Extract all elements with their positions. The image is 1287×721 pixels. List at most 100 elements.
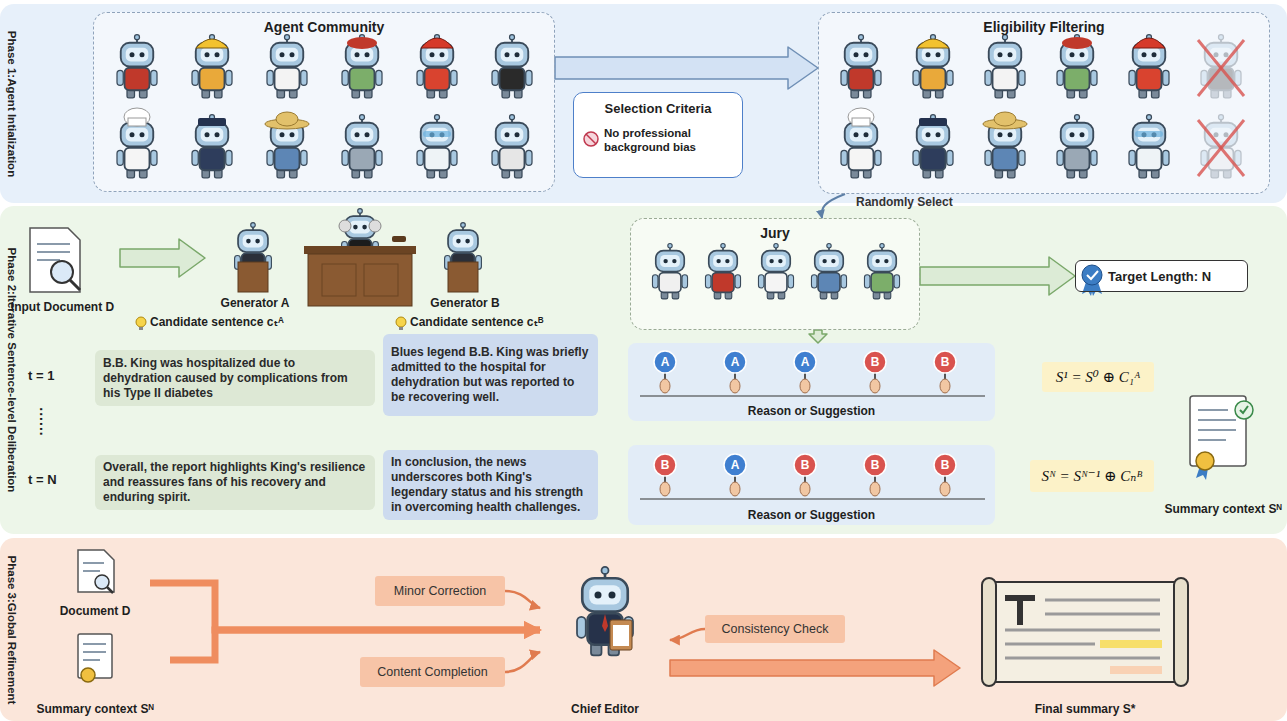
box-fill	[93, 12, 555, 192]
edge-label: Randomly Select	[856, 195, 953, 209]
document-icon	[78, 550, 114, 592]
phase-band: Phase 3:Global RefinementDocument DSumma…	[0, 538, 1287, 721]
fire-helmet	[421, 38, 453, 48]
juror-robot	[864, 244, 899, 299]
scroll-roll	[1174, 578, 1188, 686]
reject-cross	[1198, 40, 1244, 96]
icon-node: Chief Editor	[540, 562, 670, 718]
vote-letter: B	[941, 458, 950, 472]
node-text: In conclusion, the news underscores both…	[391, 455, 590, 515]
beret	[1062, 37, 1092, 49]
doc-line	[37, 259, 60, 261]
box-fill	[630, 218, 920, 330]
node-text: B.B. King was hospitalized due to dehydr…	[103, 356, 367, 401]
robot	[841, 35, 881, 98]
lightbulb	[399, 327, 403, 330]
magnifier	[107, 587, 113, 593]
robot	[913, 115, 953, 178]
node-text: Content Completion	[377, 665, 487, 679]
hand	[870, 379, 880, 393]
doc-line	[1198, 439, 1226, 441]
vote-letter: B	[871, 355, 880, 369]
reject-cross	[1198, 120, 1244, 176]
doc-line	[83, 643, 106, 645]
hand	[940, 379, 950, 393]
lightbulb	[396, 317, 406, 327]
no-bias-icon	[584, 132, 598, 146]
judge-wig	[339, 220, 351, 232]
vote-badge	[654, 454, 676, 476]
vote-badge	[864, 351, 886, 373]
vote-letter: B	[801, 458, 810, 472]
hand	[730, 379, 740, 393]
block-arrow	[920, 257, 1075, 295]
robot	[342, 35, 382, 98]
hand	[660, 379, 670, 393]
magnifier	[70, 280, 80, 290]
robot	[417, 115, 457, 178]
robot	[1057, 35, 1097, 98]
group-box: Agent Community	[93, 12, 555, 192]
scroll-line	[1005, 657, 1160, 660]
highlight	[1100, 640, 1162, 648]
connector-line	[150, 583, 540, 630]
drop-cap	[1017, 595, 1023, 625]
block-arrow	[120, 239, 205, 277]
node-text: Sᴺ = Sᴺ⁻¹ ⊕ Cₙᴮ	[1041, 467, 1142, 485]
vote-badge	[654, 351, 676, 373]
node-text: Input Document D	[11, 300, 114, 314]
beret	[347, 37, 377, 49]
vote-letter: B	[941, 355, 950, 369]
node-text: S¹ = S⁰ ⊕ C₁ᴬ	[1056, 368, 1141, 386]
hand	[660, 482, 670, 496]
scroll-roll	[982, 578, 996, 686]
robot	[1129, 35, 1169, 98]
gavel	[392, 236, 406, 242]
hand	[800, 379, 810, 393]
doc-line	[1198, 419, 1236, 421]
vote-baseline	[640, 395, 985, 396]
block-arrow	[809, 330, 827, 343]
action-box: Minor Correction	[375, 576, 505, 606]
clipboard-paper	[613, 625, 629, 646]
candidate-box: Blues legend B.B. King was briefly admit…	[383, 334, 598, 416]
magnifier	[95, 575, 109, 589]
robot	[117, 115, 157, 178]
node-text: Reason or Suggestion	[748, 508, 875, 522]
robot	[342, 115, 382, 178]
scroll-line	[1045, 613, 1160, 616]
robot	[117, 35, 157, 98]
vote-badge	[724, 454, 746, 476]
hand	[800, 482, 810, 496]
phase-band	[0, 538, 1287, 721]
reject-cross	[1198, 120, 1244, 176]
node-text: Chief Editor	[571, 702, 639, 716]
hand	[870, 482, 880, 496]
straw-hat	[276, 112, 298, 126]
robot	[192, 35, 232, 98]
check-lens	[1235, 401, 1253, 419]
robot	[192, 115, 232, 178]
node-text: Generator A	[221, 296, 290, 310]
vote-badge	[934, 454, 956, 476]
action-box: Content Completion	[360, 657, 505, 687]
juror-robot	[811, 244, 846, 299]
formula-box: S¹ = S⁰ ⊕ C₁ᴬ	[1042, 362, 1154, 392]
icon-node: Summary context Sᴺ	[20, 628, 170, 718]
straw-hat	[994, 112, 1016, 126]
phase-band	[0, 206, 1287, 534]
vote-badge	[934, 351, 956, 373]
annotation: Candidate sentence cₜᴮ	[410, 315, 543, 329]
robot	[841, 115, 881, 178]
candidate-box: B.B. King was hospitalized due to dehydr…	[95, 350, 375, 406]
doc-line	[83, 651, 106, 653]
hand	[730, 482, 740, 496]
icon-node: Input Document D	[5, 218, 120, 316]
vote-letter: B	[871, 458, 880, 472]
vote-letter: A	[801, 355, 810, 369]
step-label: t = N	[28, 472, 57, 487]
vote-baseline	[640, 498, 985, 499]
juror-robot	[758, 244, 793, 299]
candidate-box: In conclusion, the news underscores both…	[383, 450, 598, 520]
